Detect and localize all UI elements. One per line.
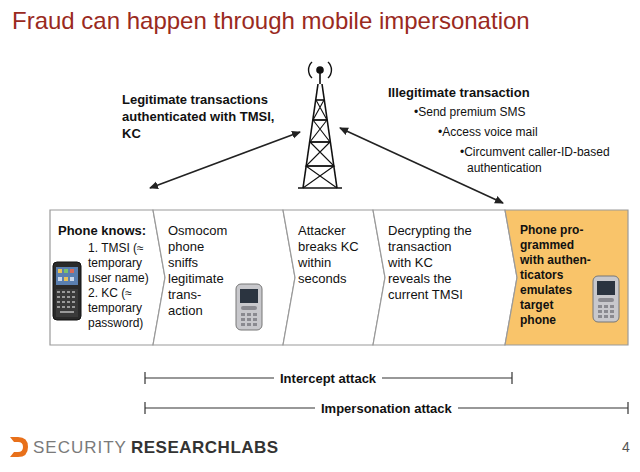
process-step-chevron: Decrypting the transaction with KC revea…: [373, 210, 517, 345]
bullet-item: •Access voice mail: [438, 124, 538, 140]
bracket-label: Impersonation attack: [315, 400, 458, 417]
box-text: Decrypting the transaction with KC revea…: [388, 223, 474, 303]
bullet-item: •Send premium SMS: [414, 104, 526, 120]
slide-title: Fraud can happen through mobile imperson…: [12, 6, 530, 36]
chevron-shape: [283, 210, 385, 345]
arrow-label: Illegitimate transaction: [388, 84, 530, 101]
chevron-shape: [50, 210, 165, 345]
logo-mark: [10, 437, 28, 457]
chevron-shape: [373, 210, 517, 345]
process-step-chevron: Osmocom phone sniffs legitimate trans-ac…: [153, 210, 295, 345]
box-text: Phone pro-grammed with authen-ticators e…: [520, 223, 592, 328]
page-number: 4: [622, 438, 630, 457]
flip-phone-picture: [593, 276, 619, 322]
box-text: 1. TMSI (≈ temporary user name): [88, 241, 162, 286]
transaction-arrow: [150, 132, 300, 188]
process-step-chevron: Attacker breaks KC within seconds: [283, 210, 385, 345]
bullet-item: •Circumvent caller-ID-based authenticati…: [460, 144, 639, 176]
box-text: Osmocom phone sniffs legitimate trans-ac…: [168, 223, 232, 319]
logo-word: RESEARCHLABS: [131, 436, 279, 459]
chevron-shape: [153, 210, 295, 345]
radio-tower: [298, 62, 342, 188]
logo-word: SECURITY: [33, 436, 127, 459]
chevron-shape: [505, 210, 628, 345]
box-text: Attacker breaks KC within seconds: [298, 223, 374, 287]
flip-phone-picture: [236, 284, 262, 330]
box-text: 2. KC (≈ temporary password): [88, 286, 162, 331]
smartphone-picture: [53, 262, 81, 320]
bracket-label: Intercept attack: [274, 370, 382, 387]
arrow-label: Legitimate transactions authenticated wi…: [122, 91, 284, 142]
box-heading: Phone knows:: [58, 223, 165, 239]
